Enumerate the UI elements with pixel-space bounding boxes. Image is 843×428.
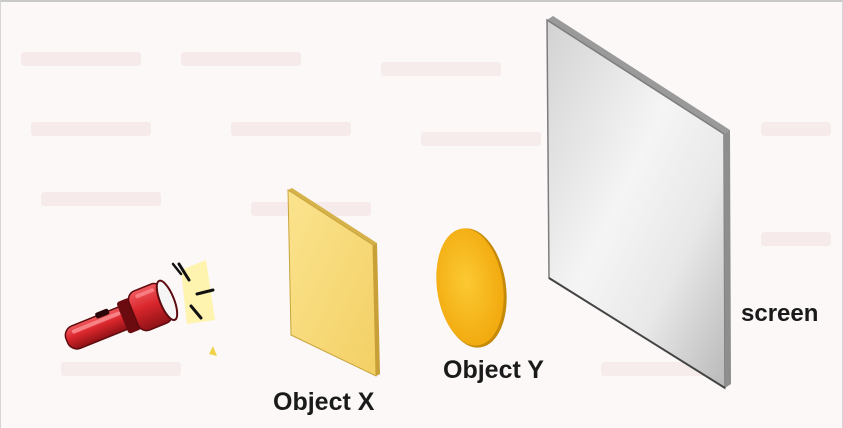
object-y-label: Object Y: [443, 356, 544, 384]
flashlight-icon: [64, 260, 217, 356]
screen-label: screen: [741, 300, 819, 327]
light-beam: [171, 260, 217, 356]
object-y-shape: [436, 228, 507, 348]
object-x-shape: [287, 188, 380, 377]
object-x-label: Object X: [273, 388, 375, 416]
screen-shape: [546, 16, 731, 390]
background-watermark: [21, 52, 831, 376]
